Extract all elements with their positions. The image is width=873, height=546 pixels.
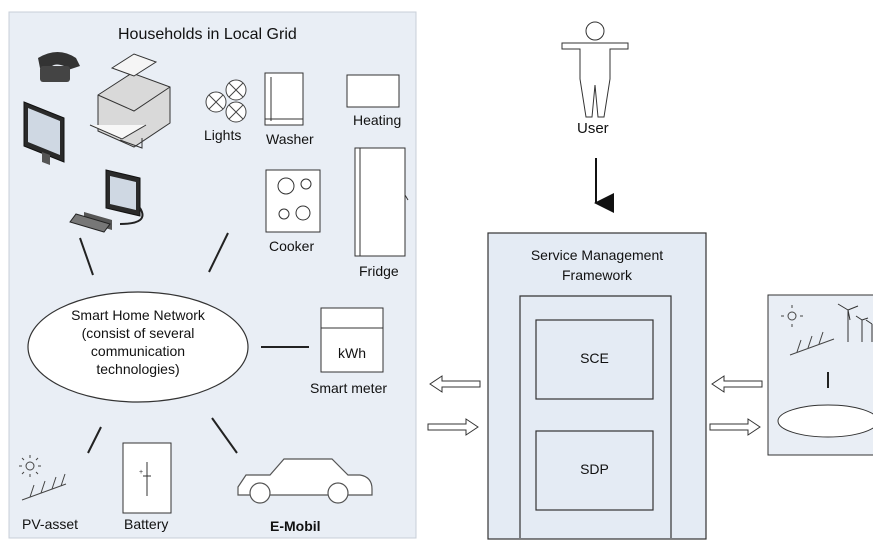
left-exchange-arrows (427, 375, 481, 436)
battery-label: Battery (124, 516, 169, 532)
washer-label: Washer (266, 131, 314, 147)
network-line-2: (consist of several (81, 325, 195, 341)
framework-title-line-1: Service Management (530, 247, 664, 263)
meter-unit-label: kWh (338, 345, 366, 361)
sce-label: SCE (580, 350, 609, 366)
connector-line (211, 417, 238, 454)
washer-icon (264, 72, 304, 126)
framework-title-line-2: Framework (561, 267, 632, 283)
framework-title: Service Management Framework (488, 245, 706, 285)
cooker-label: Cooker (269, 238, 315, 254)
framework-inner-arch (519, 295, 672, 538)
user-label: User (577, 120, 609, 137)
external-grid-panel (767, 294, 873, 456)
user-icon (561, 21, 629, 118)
sdp-label: SDP (580, 461, 609, 477)
right-exchange-arrows (709, 375, 763, 436)
computer-icon (23, 101, 65, 165)
network-line-1: Smart Home Network (71, 307, 205, 323)
network-line-4: technologies) (96, 361, 180, 377)
smart-meter-label: Smart meter (310, 380, 388, 396)
svg-text:+: + (139, 469, 143, 476)
fridge-label: Fridge (359, 263, 399, 279)
connector-line (87, 426, 102, 454)
smart-meter-icon (320, 307, 384, 373)
smart-home-network-ellipse (27, 291, 249, 403)
network-text: Smart Home Network (consist of several c… (28, 306, 248, 378)
sdp-box (535, 430, 654, 511)
car-icon (237, 458, 373, 504)
lights-icon (205, 79, 247, 123)
network-line-3: communication (90, 343, 186, 359)
printer-icon (89, 53, 171, 149)
heating-label: Heating (353, 112, 402, 128)
pv-asset-icon (19, 455, 67, 501)
lights-label: Lights (204, 127, 242, 143)
sce-box (535, 319, 654, 400)
fridge-icon (354, 147, 409, 257)
pv-asset-label: PV-asset (22, 516, 79, 532)
connector-line (79, 237, 94, 276)
households-title: Households in Local Grid (118, 26, 297, 43)
heating-icon (346, 74, 400, 108)
telephone-icon (38, 52, 80, 82)
connector-line (208, 232, 229, 273)
cooker-icon (265, 169, 321, 233)
emobil-label: E-Mobil (270, 518, 321, 534)
battery-icon: + (122, 442, 172, 514)
laptop-icon (69, 169, 144, 233)
